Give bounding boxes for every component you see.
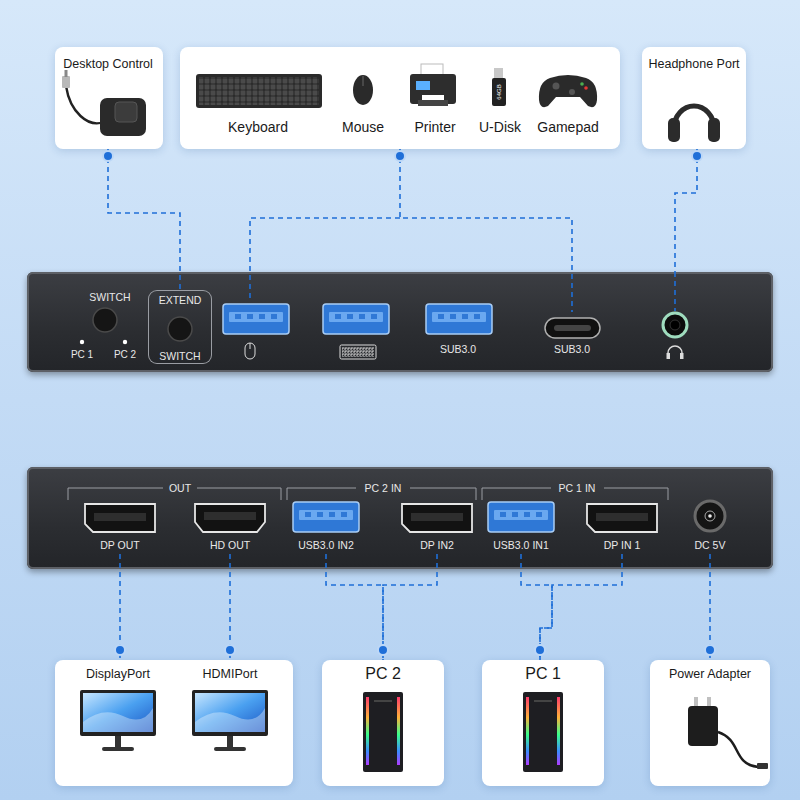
led-label: PC 1 [71,350,93,360]
port-label: USB3.0 IN2 [298,540,353,551]
power-jack: DC 5V [685,497,735,554]
connector-dot [535,645,545,655]
led-label: PC 2 [114,350,136,360]
port-label: DP IN2 [420,540,454,551]
group-label: PC 2 IN [365,483,402,494]
connector-dot [395,151,405,161]
connector-dot [103,151,113,161]
rear-panel: DP OUT HD OUT USB3.0 IN2 DP IN2 USB3.0 IN1 DP… [27,467,773,569]
port-label: DP IN 1 [604,540,641,551]
group-label: PC 1 IN [559,483,596,494]
port-label: USB3.0 IN1 [493,540,548,551]
device-name: Printer [414,120,455,134]
device-name: Keyboard [228,120,288,134]
card-title: PC 1 [525,666,561,682]
dashed-connector [108,149,180,290]
button-label: SWITCH [159,351,200,362]
connector-dot [705,645,715,655]
connector-dot [225,645,235,655]
dashed-connector [521,554,552,660]
adapter-card: Power Adapter [650,660,770,786]
connector-dot [115,645,125,655]
front-panel: EXTENDSWITCHSUB3.0SWITCHPC 1PC 2SUB3.0 [27,272,773,372]
extend-switch: EXTEND SWITCH [148,290,212,364]
connector-dot [378,645,388,655]
port-label: HD OUT [210,540,250,551]
connector-dot [378,645,388,655]
dashed-connector [119,554,121,660]
dashed-connector [709,554,711,660]
port-group: DP IN2 [393,497,481,554]
dashed-connector [675,149,697,272]
accessory-card: Desktop Control [55,47,163,149]
device-name: Mouse [342,120,384,134]
port-label: SUB3.0 [554,344,590,355]
panel-label: SWITCH [89,292,130,303]
port-label: DP OUT [100,540,139,551]
computer-card: PC 1 [482,660,604,786]
port-group: USB3.0 IN2 [288,497,364,554]
port-group: USB3.0 IN1 [483,497,559,554]
dashed-connector [326,554,383,660]
port-group: DP IN 1 [578,497,666,554]
card-title: DisplayPort [86,668,150,681]
card-title: Desktop Control [63,58,153,71]
port-label: SUB3.0 [440,344,476,355]
card-title: Power Adapter [669,668,751,681]
card-title: Headphone Port [648,58,739,71]
dashed-connector [540,554,622,660]
peripherals-card: Keyboard Mouse Printer U-Disk Gamepad [180,47,620,149]
dashed-connector [229,554,231,660]
connector-dot [535,645,545,655]
card-title: HDMIPort [203,668,258,681]
device-name: U-Disk [479,120,521,134]
usb-c-port: SUB3.0 [540,312,604,356]
port-group: HD OUT [186,497,274,554]
computer-card: PC 2 [322,660,444,786]
device-name: Gamepad [537,120,598,134]
dashed-connector [383,554,437,660]
connector-dot [692,151,702,161]
monitor-card: DisplayPort HDMIPort [55,660,293,786]
port-label: DC 5V [695,540,726,551]
group-label: OUT [169,483,191,494]
card-title: PC 2 [365,666,401,682]
button-label: EXTEND [159,295,202,306]
port-group: DP OUT [76,497,164,554]
accessory-card: Headphone Port [642,47,746,149]
